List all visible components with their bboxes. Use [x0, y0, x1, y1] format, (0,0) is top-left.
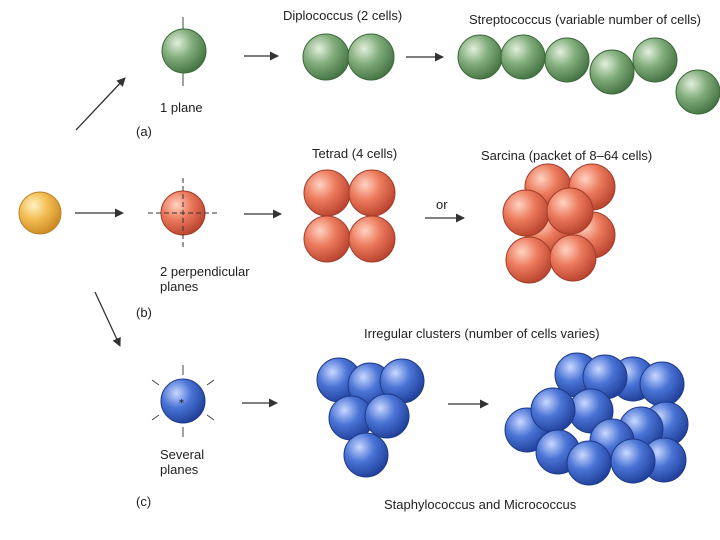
label-streptococcus: Streptococcus (variable number of cells): [469, 12, 701, 27]
sarcina-cell: [546, 187, 594, 235]
streptococcus-cell: [675, 69, 720, 115]
label-irregular: Irregular clusters (number of cells vari…: [364, 326, 600, 341]
tetrad-cell: [303, 169, 351, 217]
several-planes-rays: [151, 365, 215, 437]
tetrad-cell: [348, 215, 396, 263]
arrow-to-c: [94, 291, 121, 347]
dividing-coccus-c: [160, 378, 206, 424]
diplococcus-cell: [302, 33, 350, 81]
arrow-to-a: [75, 77, 126, 131]
single-coccus: [18, 191, 62, 235]
tetrad-cell: [303, 215, 351, 263]
label-tetrad: Tetrad (4 cells): [312, 146, 398, 161]
label-panel-c: (c): [136, 494, 152, 509]
sarcina-cell: [502, 189, 550, 237]
label-staph: Staphylococcus and Micrococcus: [384, 497, 577, 512]
label-or: or: [436, 197, 448, 212]
label-several-planes: Several planes: [160, 447, 205, 477]
center-star: *: [179, 398, 184, 409]
label-panel-a: (a): [136, 124, 152, 139]
label-two-planes: 2 perpendicular planes: [160, 264, 250, 294]
streptococcus-cell: [632, 37, 678, 83]
label-diplococcus: Diplococcus (2 cells): [283, 8, 403, 23]
label-panel-b: (b): [136, 305, 152, 320]
label-one-plane: 1 plane: [160, 100, 203, 115]
staph-cell: [343, 432, 389, 478]
staph-cell: [610, 438, 656, 484]
streptococcus-cell: [544, 37, 590, 83]
sarcina-cell: [549, 234, 597, 282]
diplococcus-cell: [347, 33, 395, 81]
sarcina-cell: [505, 236, 553, 284]
streptococcus-cell: [589, 49, 635, 95]
staph-cell: [566, 440, 612, 486]
staph-cell: [364, 393, 410, 439]
streptococcus-cell: [457, 34, 503, 80]
tetrad-cell: [348, 169, 396, 217]
staph-cell: [530, 387, 576, 433]
label-sarcina: Sarcina (packet of 8–64 cells): [481, 148, 653, 163]
streptococcus-cell: [500, 34, 546, 80]
staph-cell: [639, 361, 685, 407]
dividing-coccus-a: [161, 28, 207, 74]
